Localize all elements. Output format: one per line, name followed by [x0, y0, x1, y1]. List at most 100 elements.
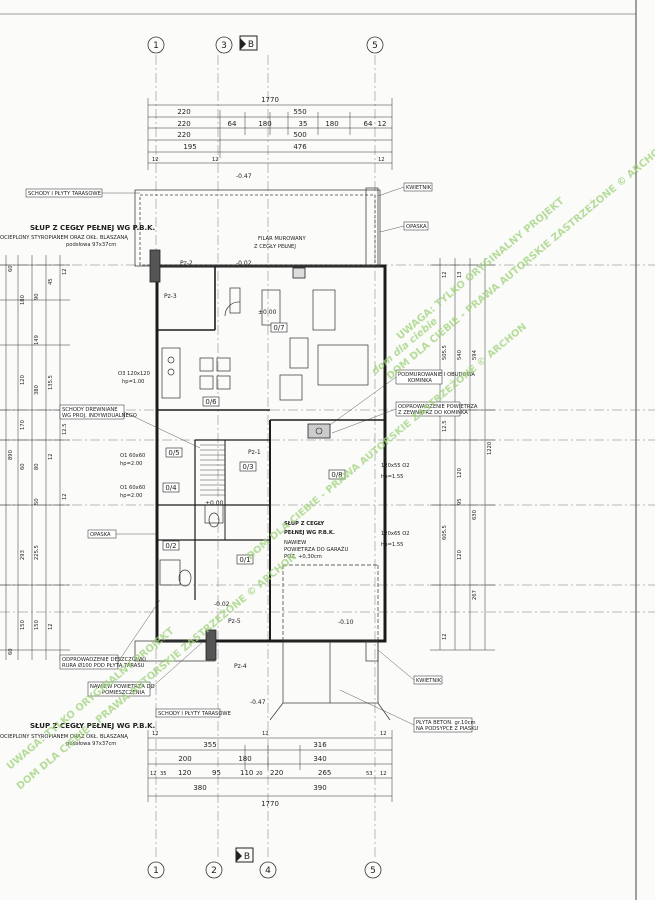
- svg-text:60: 60: [20, 463, 26, 470]
- dim-top-195: 195: [183, 143, 196, 151]
- note-nawiew-2: POWIETRZA DO GARAŻU: [284, 546, 348, 553]
- svg-text:540: 540: [457, 350, 463, 360]
- beam-pz-5: Pz-5: [228, 618, 241, 625]
- axis-bubbles-bottom: [147, 861, 382, 879]
- svg-text:13: 13: [457, 271, 463, 278]
- note-slup-mid-1: SŁUP Z CEGŁY: [284, 521, 324, 527]
- dim-values-right: 12 13 505.5 540 594 12.5 1220 120 95 630…: [442, 271, 493, 640]
- note-schody-drew-1: SCHODY DREWNIANE: [62, 407, 118, 413]
- note-slup-bottom: SŁUP Z CEGŁY PEŁNEJ WG P.B.K.: [30, 722, 155, 730]
- dim-top-500: 500: [293, 131, 306, 139]
- dim-bottom-r3-1: 35: [160, 771, 167, 777]
- svg-text:12.5: 12.5: [62, 423, 68, 435]
- dim-top-64b: 64: [364, 120, 373, 128]
- note-podslowa-top: podsłowa 97x37cm: [66, 242, 116, 248]
- svg-text:80: 80: [34, 463, 40, 470]
- section-marker-top: B: [239, 35, 258, 51]
- dim-bottom-r3-4: 110: [240, 769, 253, 777]
- note-schody-bottom: SCHODY I PŁYTY TARASOWE: [158, 711, 231, 717]
- beam-pz-2: Pz-2: [180, 260, 193, 267]
- dim-bottom-390: 390: [313, 784, 326, 792]
- level-hall: ±0.00: [205, 500, 224, 507]
- axis-grid: [0, 55, 655, 860]
- dim-bottom-12b: 12: [262, 731, 269, 737]
- svg-text:150: 150: [20, 620, 26, 630]
- terraces: [134, 187, 381, 662]
- note-slup-top: SŁUP Z CEGŁY PEŁNEJ WG P.B.K.: [30, 224, 155, 232]
- svg-text:267: 267: [472, 590, 478, 600]
- room-0-3: 0/3: [242, 463, 253, 471]
- svg-text:12: 12: [62, 268, 68, 275]
- window-o2a: 120x55 O2: [381, 463, 410, 469]
- dim-bottom-r3-8: 53: [366, 771, 373, 777]
- dim-bottom-340: 340: [313, 755, 326, 763]
- note-odprowadzenie-1: ODPROWADZENIE POWIETRZA: [398, 404, 478, 410]
- beam-labels: Pz-2 Pz-3 Pz-1 Pz-5 Pz-4: [164, 260, 261, 670]
- dim-top-total: 1770: [261, 96, 279, 104]
- axis-label-bottom-4: 4: [265, 866, 271, 876]
- fireplace-chimney: [307, 423, 331, 439]
- axis-label-top-3: 3: [221, 41, 227, 51]
- axis-bubbles-top: [147, 36, 384, 54]
- svg-text:90: 90: [34, 293, 40, 300]
- dim-top-small-a: 12: [152, 157, 159, 163]
- svg-text:95: 95: [457, 498, 463, 505]
- level-living: ±0.00: [258, 309, 277, 316]
- beam-pz-3: Pz-3: [164, 293, 177, 300]
- dim-lines-top: [147, 98, 393, 170]
- dim-top-220c: 220: [177, 131, 190, 139]
- dim-bottom-200: 200: [178, 755, 191, 763]
- stairs: [200, 444, 225, 496]
- dim-bottom-12c: 12: [380, 731, 387, 737]
- svg-text:1220: 1220: [487, 442, 493, 455]
- window-o1a-hp: hp=2.00: [120, 461, 142, 467]
- svg-text:50: 50: [34, 498, 40, 505]
- axis-label-top-1: 1: [153, 41, 159, 51]
- note-ocieplony-top: OCIEPLONY STYROPIANEM ORAZ OKŁ. BLASZANĄ: [0, 235, 128, 241]
- window-o2a-hp: hp=1.55: [381, 474, 403, 480]
- room-0-4: 0/4: [165, 484, 177, 492]
- note-kwietnik-top: KWIETNIK: [406, 185, 432, 191]
- svg-text:170: 170: [20, 420, 26, 430]
- note-filar-2: Z CEGŁY PEŁNEJ: [254, 244, 296, 250]
- note-plyta-1: PŁYTA BETON. gr.10cm: [416, 720, 476, 726]
- dim-bottom-316: 316: [313, 741, 327, 749]
- svg-text:B: B: [248, 40, 254, 50]
- watermark-line-1b: UWAGA: TYLKO ORYGINALNY PROJEKT: [5, 626, 177, 773]
- beam-pz-1: Pz-1: [248, 449, 261, 456]
- dim-top-220a: 220: [177, 108, 190, 116]
- room-0-2: 0/2: [165, 542, 176, 550]
- svg-text:293: 293: [20, 550, 26, 560]
- level-terrace: -0.02: [236, 260, 252, 267]
- svg-text:45: 45: [48, 278, 54, 285]
- level-top: -0.47: [236, 173, 252, 180]
- dim-lines-right: [430, 258, 495, 651]
- dim-top-12: 12: [378, 120, 387, 128]
- note-podmurowanie-1: PODMUROWANIE I OBUDOWA: [398, 372, 475, 378]
- dim-bottom-380: 380: [193, 784, 206, 792]
- room-0-1: 0/1: [239, 556, 250, 564]
- note-desz-2: RURA Ø100 POD PŁYTĄ TARASU: [62, 662, 145, 669]
- room-labels: 0/1 0/2 0/3 0/4 0/5 0/6 0/7 0/8: [162, 322, 346, 565]
- dim-top-small-b: 12: [212, 157, 219, 163]
- dim-bottom-r3-2: 120: [178, 769, 191, 777]
- window-o2b-hp: hp=1.55: [381, 542, 403, 548]
- note-opaska-left: OPASKA: [90, 532, 111, 538]
- note-filar-1: FILAR MUROWANY: [258, 236, 307, 242]
- dim-top-35: 35: [299, 120, 308, 128]
- furniture: [159, 287, 369, 587]
- dim-top-180a: 180: [258, 120, 271, 128]
- section-marker-bottom: B: [235, 847, 254, 863]
- room-0-7: 0/7: [273, 324, 284, 332]
- window-o3-hp: hp=1.00: [122, 379, 144, 385]
- note-nawiew-1: NAWIEW: [284, 540, 306, 546]
- note-kwietnik-bottom: KWIETNIK: [416, 678, 442, 684]
- garage-driveway: [269, 564, 391, 721]
- dim-bottom-r3-7: 265: [318, 769, 331, 777]
- room-0-5: 0/5: [168, 449, 179, 457]
- dim-bottom-r3-0: 12: [150, 771, 157, 777]
- dim-lines-left: [0, 255, 70, 660]
- svg-text:594: 594: [472, 349, 478, 360]
- svg-text:149: 149: [34, 335, 40, 345]
